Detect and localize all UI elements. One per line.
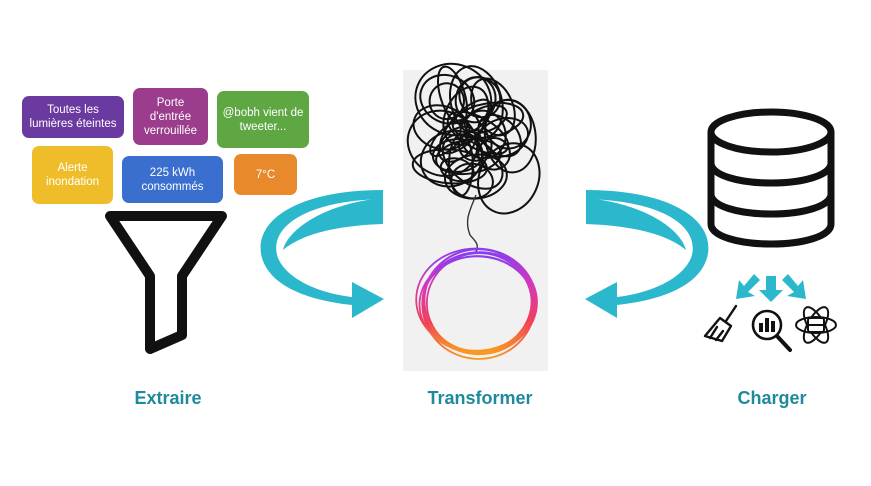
tangled-line-icon — [406, 62, 541, 215]
tag-door: Porte d'entrée verrouillée — [133, 88, 208, 145]
tag-tweet: @bobh vient de tweeter... — [217, 91, 309, 148]
stage-label-load: Charger — [737, 388, 807, 408]
tangle-loop — [476, 117, 530, 158]
tangle-loop — [477, 113, 522, 158]
connector-line — [466, 194, 479, 253]
tangle-loop — [443, 153, 508, 200]
stage-label-extract: Extraire — [134, 388, 202, 408]
tag-flood: Alerte inondation — [32, 146, 113, 204]
tag-lights: Toutes les lumières éteintes — [22, 96, 124, 138]
ring-loop — [415, 247, 537, 352]
tangle-loop — [446, 110, 510, 155]
tangle-loop — [451, 101, 525, 139]
tangle-loop — [477, 142, 541, 215]
tangle-loop — [463, 104, 508, 134]
stage-label-transform: Transformer — [427, 388, 533, 408]
ring-loop — [418, 255, 535, 354]
tangle-loop — [406, 109, 479, 177]
tangle-loop — [483, 98, 537, 174]
tangle-loop — [419, 129, 484, 188]
tangle-loop — [436, 65, 469, 125]
tangle-loop — [442, 85, 490, 146]
tag-kwh: 225 kWh consommés — [122, 156, 223, 203]
tangle-loop — [441, 133, 504, 190]
tangle-loop — [428, 82, 466, 121]
tag-temp: 7°C — [234, 154, 297, 195]
circle-loop-icon — [415, 247, 538, 360]
